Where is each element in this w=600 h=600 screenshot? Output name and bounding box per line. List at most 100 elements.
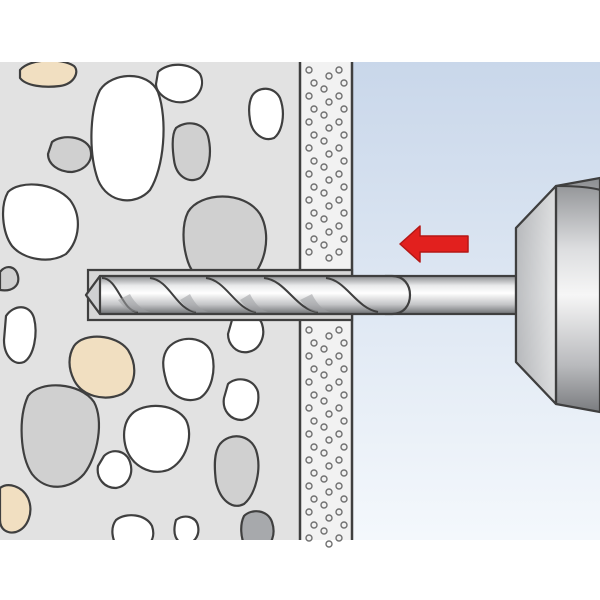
- plaster-dot: [305, 456, 313, 464]
- aggregate-stone: [20, 384, 101, 488]
- plaster-dot: [325, 98, 333, 106]
- plaster-dot: [335, 534, 343, 542]
- plaster-dot: [335, 222, 343, 230]
- plaster-dot: [340, 79, 348, 87]
- aggregate-stone: [240, 510, 275, 540]
- plaster-dot: [310, 365, 318, 373]
- plaster-dot: [320, 137, 328, 145]
- plaster-dot: [320, 527, 328, 535]
- plaster-dot: [325, 176, 333, 184]
- plaster-dot: [320, 371, 328, 379]
- aggregate-stone: [90, 74, 165, 202]
- drill-bit: [84, 274, 412, 316]
- plaster-dot: [335, 92, 343, 100]
- aggregate-stone: [171, 122, 211, 182]
- plaster-dot: [320, 241, 328, 249]
- plaster-dot: [305, 170, 313, 178]
- aggregate-stone: [68, 335, 136, 399]
- plaster-dot: [310, 183, 318, 191]
- plaster-dot: [325, 202, 333, 210]
- plaster-dot: [320, 189, 328, 197]
- plaster-dot: [340, 417, 348, 425]
- aggregate-stone: [0, 484, 32, 534]
- plaster-dot: [325, 410, 333, 418]
- plaster-dot: [305, 92, 313, 100]
- plaster-dot: [335, 170, 343, 178]
- aggregate-stone: [162, 337, 215, 402]
- drill-chuck-icon: [514, 176, 600, 414]
- plaster-dot: [320, 449, 328, 457]
- plaster-dot: [310, 443, 318, 451]
- plaster-dot: [340, 469, 348, 477]
- plaster-dot: [310, 131, 318, 139]
- plaster-dot: [310, 105, 318, 113]
- plaster-dot: [325, 150, 333, 158]
- plaster-dot: [325, 228, 333, 236]
- plaster-dot: [340, 339, 348, 347]
- plaster-dot: [305, 118, 313, 126]
- plaster-dot: [340, 157, 348, 165]
- plaster-dot: [305, 508, 313, 516]
- aggregate-stone: [0, 266, 20, 292]
- plaster-dot: [320, 423, 328, 431]
- plaster-dot: [320, 345, 328, 353]
- plaster-dot: [335, 66, 343, 74]
- plaster-dot: [325, 124, 333, 132]
- plaster-dot: [320, 111, 328, 119]
- arrow-left-icon: [399, 225, 469, 263]
- aggregate-stone: [96, 450, 133, 490]
- plaster-dot: [305, 326, 313, 334]
- plaster-dot: [320, 163, 328, 171]
- plaster-dot: [305, 222, 313, 230]
- plaster-dot: [335, 144, 343, 152]
- plaster-dot: [310, 209, 318, 217]
- plaster-dot: [310, 417, 318, 425]
- aggregate-stone: [213, 435, 260, 507]
- aggregate-stone: [173, 515, 200, 540]
- plaster-dot: [335, 430, 343, 438]
- plaster-dot: [305, 482, 313, 490]
- plaster-dot: [335, 326, 343, 334]
- plaster-dot: [340, 235, 348, 243]
- plaster-dot: [320, 397, 328, 405]
- plaster-dot: [305, 66, 313, 74]
- aggregate-stone: [18, 62, 78, 88]
- plaster-dot: [335, 508, 343, 516]
- plaster-dot: [320, 85, 328, 93]
- plaster-dot: [320, 215, 328, 223]
- plaster-dot: [305, 378, 313, 386]
- plaster-dot: [340, 521, 348, 529]
- plaster-dot: [335, 118, 343, 126]
- plaster-dot: [325, 332, 333, 340]
- plaster-dot: [340, 105, 348, 113]
- aggregate-stone: [248, 87, 284, 141]
- plaster-dot: [335, 196, 343, 204]
- plaster-dot: [310, 157, 318, 165]
- plaster-dot: [340, 365, 348, 373]
- plaster-dot: [310, 235, 318, 243]
- plaster-dot: [305, 404, 313, 412]
- aggregate-stone: [46, 136, 93, 174]
- plaster-dot: [340, 209, 348, 217]
- plaster-dot: [335, 482, 343, 490]
- plaster-dot: [310, 79, 318, 87]
- aggregate-stone: [2, 306, 37, 364]
- plaster-dot: [305, 248, 313, 256]
- plaster-dot: [335, 248, 343, 256]
- plaster-dot: [305, 196, 313, 204]
- plaster-dot: [325, 72, 333, 80]
- aggregate-stone: [222, 378, 260, 422]
- plaster-dot: [325, 436, 333, 444]
- aggregate-stone: [111, 514, 155, 540]
- plaster-dot: [335, 352, 343, 360]
- aggregate-stone: [154, 63, 204, 104]
- plaster-dot: [310, 469, 318, 477]
- aggregate-stone: [123, 404, 191, 473]
- plaster-dot: [305, 144, 313, 152]
- plaster-dot: [325, 358, 333, 366]
- plaster-dot: [340, 443, 348, 451]
- plaster-dot: [325, 254, 333, 262]
- plaster-dot: [310, 521, 318, 529]
